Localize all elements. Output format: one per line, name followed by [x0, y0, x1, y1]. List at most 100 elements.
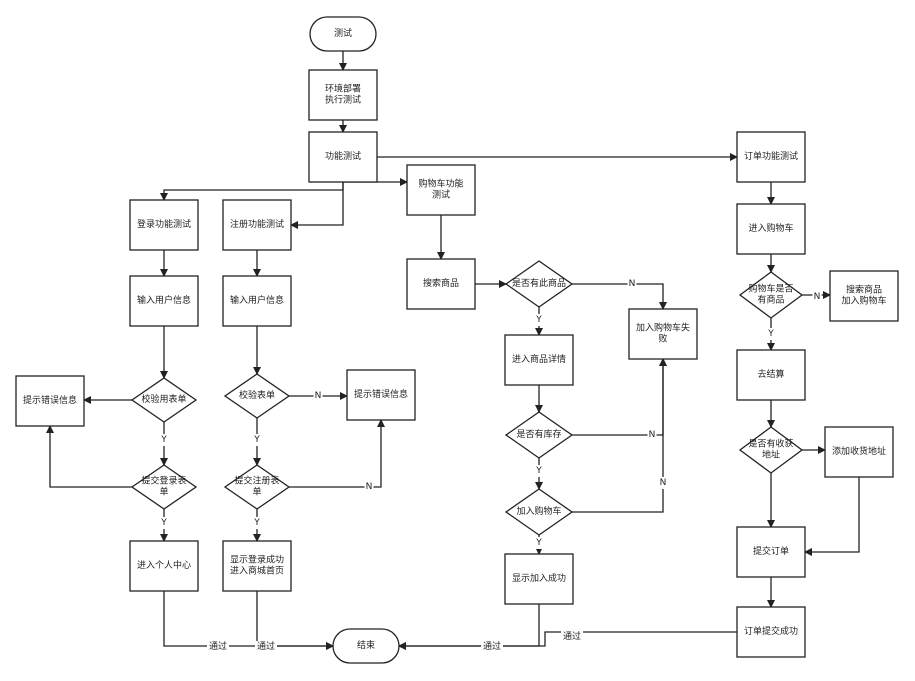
reg-test-process: 注册功能测试 [222, 199, 292, 251]
node-label: 加入购物车 [516, 505, 561, 517]
edge-label-y: Y [159, 434, 169, 446]
add-cart-decision: 加入购物车 [504, 488, 574, 536]
edge-label-y: Y [252, 434, 262, 446]
node-label: 提交注册表 [234, 475, 279, 487]
node-label: 加入购物车失 [636, 322, 690, 334]
connector-labels: NYNYNYYYNYNYNY通过通过通过通过 [159, 278, 822, 653]
flow-arrow [160, 182, 344, 201]
node-label: 订单功能测试 [744, 150, 798, 162]
has-stock-decision: 是否有库存 [504, 411, 574, 459]
reg-input-process: 输入用户信息 [222, 275, 292, 327]
svg-text:Y: Y [253, 518, 260, 528]
flow-arrow [290, 182, 344, 229]
svg-text:Y: Y [535, 315, 542, 325]
login-test-process: 登录功能测试 [129, 199, 199, 251]
end-terminal: 结束 [332, 628, 400, 664]
node-label: 测试 [334, 27, 352, 39]
node-label: 是否有库存 [516, 428, 561, 440]
order-test-process: 订单功能测试 [736, 131, 806, 183]
has-goods-decision: 是否有此商品 [504, 260, 574, 308]
node-label: 订单提交成功 [744, 625, 798, 637]
svg-text:N: N [315, 391, 322, 401]
edge-label-y: Y [252, 517, 262, 529]
node-label: 购物车功能 [418, 178, 463, 190]
flow-arrow [46, 425, 132, 488]
node-label: 是否有收获 [748, 438, 793, 450]
edge-label-n: N [313, 390, 323, 402]
checkout-process: 去结算 [736, 349, 806, 401]
node-label: 登录功能测试 [137, 218, 191, 230]
node-label: 单 [159, 486, 168, 498]
svg-text:Y: Y [767, 329, 774, 339]
svg-text:N: N [660, 478, 667, 488]
func-test-process: 功能测试 [308, 131, 378, 183]
node-label: 执行测试 [325, 94, 361, 106]
enter-detail-process: 进入商品详情 [504, 334, 574, 386]
edge-label-y: Y [534, 314, 544, 326]
login-err-process: 提示错误信息 [15, 375, 85, 427]
flow-arrow [804, 477, 860, 556]
personal-process: 进入个人中心 [129, 540, 199, 592]
edge-label-pass: 通过 [255, 640, 277, 653]
svg-text:Y: Y [535, 466, 542, 476]
reg-verify-decision: 校验表单 [223, 373, 291, 419]
node-label: 加入购物车 [841, 295, 886, 307]
start-terminal: 测试 [309, 16, 377, 52]
node-label: 结束 [357, 639, 375, 651]
node-label: 败 [658, 334, 667, 345]
node-label: 是否有此商品 [512, 277, 566, 289]
node-label: 校验表单 [239, 389, 275, 401]
node-label: 搜索商品 [423, 277, 459, 289]
flow-arrow [572, 358, 667, 436]
node-label: 提交订单 [753, 545, 789, 557]
edge-label-y: Y [534, 537, 544, 549]
node-label: 添加收货地址 [832, 445, 886, 457]
node-label: 搜索商品 [846, 284, 882, 296]
flow-connectors [46, 51, 860, 650]
node-label: 进入商城首页 [230, 565, 284, 577]
edge-label-pass: 通过 [207, 640, 229, 653]
node-label: 进入个人中心 [137, 559, 191, 571]
login-input-process: 输入用户信息 [129, 275, 199, 327]
svg-text:N: N [649, 430, 656, 440]
svg-text:Y: Y [253, 435, 260, 445]
svg-text:通过: 通过 [483, 640, 501, 652]
node-label: 输入用户信息 [137, 294, 191, 306]
node-label: 有商品 [757, 294, 784, 306]
node-label: 进入商品详情 [512, 353, 566, 365]
reg-err-process: 提示错误信息 [346, 369, 416, 421]
flow-arrow [572, 283, 667, 310]
node-label: 测试 [432, 189, 450, 201]
node-label: 功能测试 [325, 150, 361, 162]
svg-text:Y: Y [535, 538, 542, 548]
flow-nodes: 测试环境部署执行测试功能测试登录功能测试注册功能测试购物车功能测试订单功能测试输… [15, 16, 899, 664]
node-label: 进入购物车 [748, 222, 793, 234]
node-label: 提示错误信息 [354, 388, 408, 400]
svg-text:N: N [366, 482, 373, 492]
add-addr-process: 添加收货地址 [824, 426, 894, 478]
flow-arrow [163, 591, 334, 650]
enter-cart-process: 进入购物车 [736, 203, 806, 255]
node-label: 校验用表单 [141, 393, 186, 405]
edge-label-y: Y [159, 517, 169, 529]
order-ok-process: 订单提交成功 [736, 606, 806, 658]
flow-arrow [289, 419, 385, 488]
flow-arrow [398, 604, 540, 650]
node-label: 单 [252, 486, 261, 498]
edge-label-n: N [364, 481, 374, 493]
node-label: 地址 [762, 449, 780, 461]
edge-label-y: Y [534, 465, 544, 477]
node-label: 环境部署 [325, 83, 361, 95]
svg-text:Y: Y [160, 518, 167, 528]
node-label: 注册功能测试 [230, 218, 284, 230]
svg-text:通过: 通过 [257, 640, 275, 652]
edge-label-pass: 通过 [561, 630, 583, 643]
